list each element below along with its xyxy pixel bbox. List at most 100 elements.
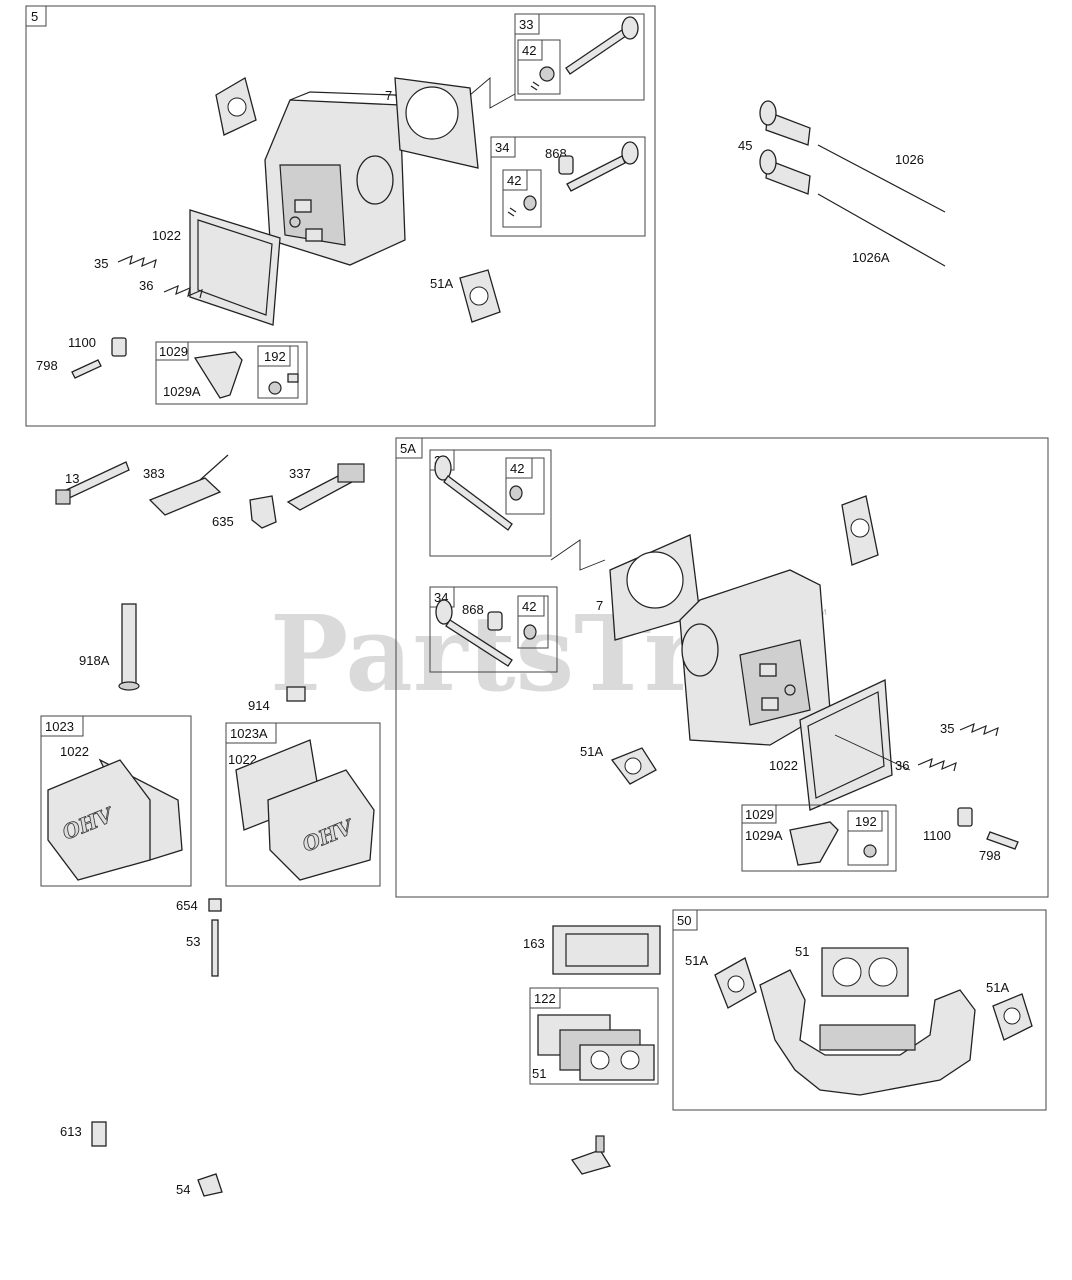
callout-1026: 1026 xyxy=(895,152,924,167)
rocker-guide xyxy=(111,337,127,357)
dipstick-tube xyxy=(121,603,137,685)
section-1023a: 1023A 1022 OHV xyxy=(225,722,381,887)
section-5: 5 33 42 34 868 42 xyxy=(25,5,656,427)
callout-1022: 1022 xyxy=(152,228,181,243)
rocker-stud xyxy=(71,359,102,379)
callout-53: 53 xyxy=(186,934,200,949)
callout-5a-798: 798 xyxy=(979,848,1001,863)
screw-914 xyxy=(286,686,306,702)
section-1023a-title: 1023A xyxy=(230,726,268,741)
callout-635: 635 xyxy=(212,514,234,529)
callout-54: 54 xyxy=(176,1182,190,1197)
callout-1029a: 1029A xyxy=(163,384,201,399)
valve-spring-5a-35 xyxy=(959,722,999,737)
subassy-1029-label: 1029 xyxy=(159,344,188,359)
callout-7: 7 xyxy=(385,88,392,103)
section-1023-frame xyxy=(40,715,192,887)
callout-50-51a-left: 51A xyxy=(685,953,708,968)
callout-613: 613 xyxy=(60,1124,82,1139)
callout-5a-1100: 1100 xyxy=(923,828,951,843)
subassy-33-box xyxy=(514,13,645,101)
subassy-5a-192-label: 192 xyxy=(855,814,877,829)
valve-retainer xyxy=(539,66,555,82)
rocker-arm-5a xyxy=(789,821,839,866)
subassy-1029-box xyxy=(155,341,308,405)
callout-1026a: 1026A xyxy=(852,250,890,265)
head-gasket xyxy=(394,77,479,169)
rocker-arm xyxy=(193,351,243,399)
callout-122-51: 51 xyxy=(532,1066,546,1081)
callout-798: 798 xyxy=(36,358,58,373)
push-rod-1026 xyxy=(817,144,946,213)
callout-1100: 1100 xyxy=(68,335,96,350)
subassy-34-label: 34 xyxy=(495,140,509,155)
section-5a: 5A 33 42 34 868 42 7 xyxy=(395,437,1049,898)
section-5-frame xyxy=(25,5,656,427)
callout-163: 163 xyxy=(523,936,545,951)
loose-parts-bottom-left: 654 53 613 54 xyxy=(60,898,223,1197)
section-1023a-frame xyxy=(225,722,381,887)
callout-36: 36 xyxy=(139,278,153,293)
exhaust-valve-stem xyxy=(566,155,626,192)
intake-valve-head xyxy=(621,16,639,40)
cylinder-head-5a xyxy=(679,569,831,746)
section-5-title: 5 xyxy=(31,9,38,24)
subassy-5a-34-box xyxy=(429,586,558,673)
section-122-frame xyxy=(529,987,659,1085)
callout-1022-b: 1022 xyxy=(228,752,257,767)
section-1023-title: 1023 xyxy=(45,719,74,734)
intake-valve-5a xyxy=(443,475,513,531)
section-50-title: 50 xyxy=(677,913,691,928)
exhaust-valve-head xyxy=(621,141,639,165)
exhaust-manifold xyxy=(759,969,976,1096)
rocker-guide-5a xyxy=(957,807,973,827)
subassy-42b-label: 42 xyxy=(507,173,521,188)
callout-5a-1022: 1022 xyxy=(769,758,798,773)
stud-53 xyxy=(211,919,219,977)
callout-383: 383 xyxy=(143,466,165,481)
subassy-5a-1029-box xyxy=(741,804,897,872)
gasket-163 xyxy=(552,925,661,975)
section-50: 50 51A 51 51A xyxy=(672,909,1047,1111)
subassy-42-label: 42 xyxy=(522,43,536,58)
subassy-34-box xyxy=(490,136,646,237)
section-1023: 1023 1022 OHV xyxy=(40,715,192,887)
callout-45: 45 xyxy=(738,138,752,153)
head-gasket-5a xyxy=(609,534,701,641)
rocker-cover-1023 xyxy=(47,759,151,881)
section-5-tag xyxy=(25,5,47,27)
subassy-192-label: 192 xyxy=(264,349,286,364)
callout-5a-868: 868 xyxy=(462,602,484,617)
valve-spring-36 xyxy=(163,284,203,299)
rocker-stud-5a xyxy=(986,831,1019,850)
screw-613 xyxy=(91,1121,107,1147)
callout-50-51: 51 xyxy=(795,944,809,959)
callout-13: 13 xyxy=(65,471,79,486)
valve-spring-5a-36 xyxy=(917,757,957,772)
breather-fitting xyxy=(570,1149,612,1175)
callout-337: 337 xyxy=(289,466,311,481)
subassy-33-label: 33 xyxy=(519,17,533,32)
loose-parts-left: 13 383 337 635 918A 914 xyxy=(55,454,365,713)
subassy-5a-42a-label: 42 xyxy=(510,461,524,476)
nut-654 xyxy=(208,898,222,912)
callout-5a-36: 36 xyxy=(895,758,909,773)
callout-5a-7: 7 xyxy=(596,598,603,613)
callout-5a-1029a: 1029A xyxy=(745,828,783,843)
rocker-cover-1023a xyxy=(267,769,375,881)
valve-seal xyxy=(558,155,574,175)
callout-50-51a-right: 51A xyxy=(986,980,1009,995)
exhaust-valve-5a xyxy=(445,619,513,667)
rocker-gasket-5a xyxy=(799,679,893,811)
callout-5a-35: 35 xyxy=(940,721,954,736)
section-50-frame xyxy=(672,909,1047,1111)
section-5a-title: 5A xyxy=(400,441,416,456)
spark-plug-boot xyxy=(249,495,277,529)
section-122-title: 122 xyxy=(534,991,556,1006)
subassy-5a-1029-label: 1029 xyxy=(745,807,774,822)
callout-5a-51a: 51A xyxy=(580,744,603,759)
push-rod-1026a xyxy=(817,193,946,267)
push-rod-group: 45 1026 1026A xyxy=(738,100,946,267)
valve-keeper xyxy=(530,81,540,91)
